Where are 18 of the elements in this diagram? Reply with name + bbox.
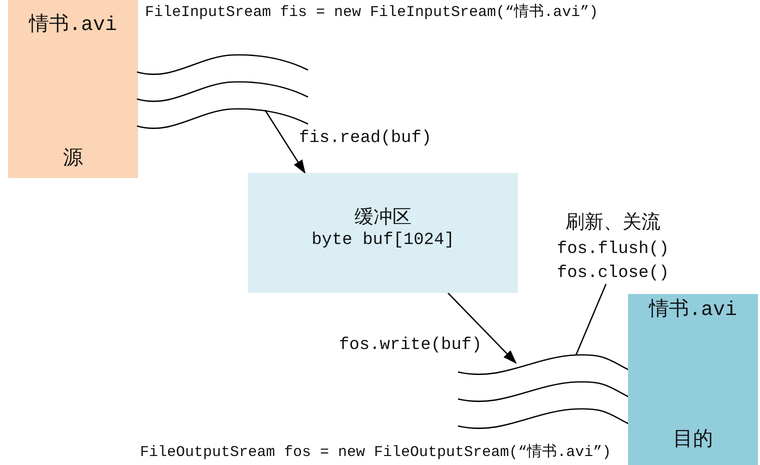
code-statement: FileOutputSream fos = new FileOutputSream(“情书.avi”) — [140, 444, 612, 462]
code-line: fos.flush() — [556, 238, 670, 260]
arrow — [448, 292, 517, 364]
file-box — [628, 294, 758, 465]
stream-wave-drawing — [458, 352, 629, 432]
leader-line — [575, 284, 607, 356]
buffer-declaration: byte buf[1024] — [312, 230, 454, 252]
file-name: 情书.avi — [28, 13, 117, 38]
buffer-box — [248, 173, 518, 293]
file-box — [8, 0, 138, 178]
source-label: 源 — [63, 147, 83, 172]
code-statement: FileInputSream fis = new FileInputSream(“情书.avi”) — [145, 4, 598, 22]
destination-label: 目的 — [673, 428, 713, 453]
buffer-title: 缓冲区 — [354, 206, 412, 230]
arrow — [264, 110, 306, 174]
flush-close-heading: 刷新、关流 — [566, 212, 660, 236]
code-line: fos.close() — [556, 262, 670, 284]
file-name: 情书.avi — [648, 298, 737, 323]
